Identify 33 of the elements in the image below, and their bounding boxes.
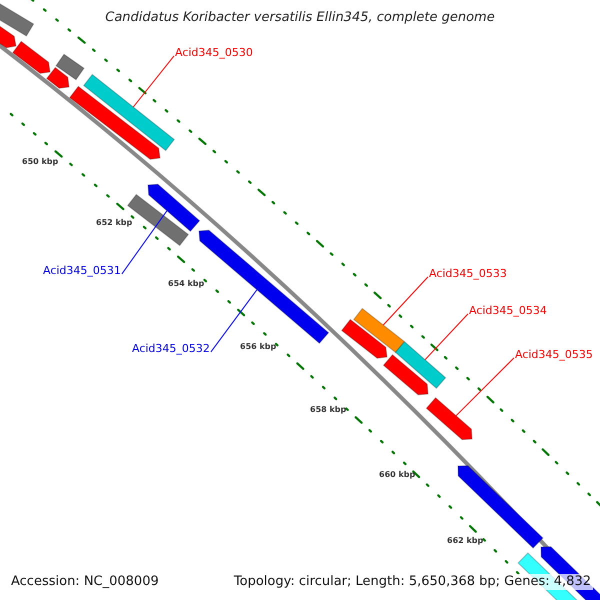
tick-label: 656 kbp: [240, 342, 276, 352]
gene-feature: [147, 184, 200, 232]
tick-label: 662 kbp: [447, 536, 484, 546]
tick-label: 660 kbp: [379, 470, 416, 480]
accession-text: Accession: NC_008009: [9, 574, 161, 590]
tick-label: 652 kbp: [96, 218, 132, 228]
leader-line: [210, 289, 258, 352]
gene-feature: [69, 86, 161, 160]
leader-line: [121, 210, 168, 274]
gene-label: Acid345_0535: [515, 348, 593, 362]
gene-label: Acid345_0532: [132, 342, 210, 356]
genome-stats-text: Topology: circular; Length: 5,650,368 bp; Genes: 4,832: [232, 574, 593, 590]
leader-line: [424, 313, 468, 360]
gene-feature: [12, 40, 51, 74]
gene-feature: [341, 318, 388, 359]
tick-label: 650 kbp: [22, 157, 58, 167]
gene-label: Acid345_0533: [429, 267, 507, 280]
gene-feature: [382, 354, 429, 396]
gene-feature: [426, 397, 473, 440]
gene-feature: [353, 308, 405, 354]
gene-label: Acid345_0530: [175, 46, 253, 60]
diagram-title: Candidatus Koribacter versatilis Ellin345, complete genome: [104, 10, 496, 26]
leader-line: [382, 276, 428, 326]
gene-feature: [394, 341, 446, 389]
leader-line: [132, 55, 174, 108]
gene-feature: [55, 54, 85, 80]
gene-label: Acid345_0534: [469, 304, 547, 318]
gene-feature: [83, 74, 175, 152]
gene-label: Acid345_0531: [43, 264, 121, 278]
leader-line: [456, 357, 514, 416]
gene-feature: [46, 66, 70, 89]
tick-label: 654 kbp: [168, 279, 204, 289]
tick-label: 658 kbp: [310, 405, 346, 415]
